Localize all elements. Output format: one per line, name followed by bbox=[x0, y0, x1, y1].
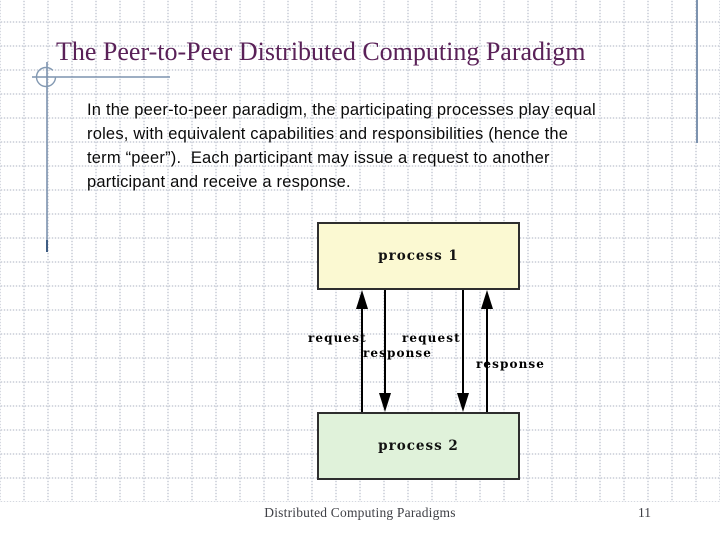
process-2-label: process 2 bbox=[378, 438, 459, 454]
body-line: term “peer”). Each participant may issue… bbox=[87, 149, 550, 167]
arrow-up-response bbox=[481, 290, 493, 412]
body-line: participant and receive a response. bbox=[87, 173, 351, 191]
arrow-label-request-up: request bbox=[308, 331, 367, 345]
arrow-down-request bbox=[457, 290, 469, 412]
compass-ornament-icon bbox=[32, 62, 170, 252]
footer-text: Distributed Computing Paradigms bbox=[264, 505, 456, 520]
process-1-box: process 1 bbox=[317, 222, 520, 290]
right-edge-line bbox=[696, 0, 698, 143]
page-number: 11 bbox=[638, 505, 651, 520]
arrow-down-response bbox=[379, 290, 391, 412]
arrows-graphic bbox=[356, 290, 493, 412]
process-2-box: process 2 bbox=[317, 412, 520, 480]
arrow-up-request bbox=[356, 290, 368, 412]
body-line: roles, with equivalent capabilities and … bbox=[87, 125, 569, 143]
process-1-label: process 1 bbox=[378, 248, 459, 264]
arrow-label-request-down: request bbox=[402, 331, 461, 345]
body-text: In the peer-to-peer paradigm, the partic… bbox=[87, 98, 596, 194]
arrow-label-response-up: response bbox=[476, 357, 546, 371]
body-line: In the peer-to-peer paradigm, the partic… bbox=[87, 101, 596, 119]
page-title: The Peer-to-Peer Distributed Computing P… bbox=[56, 37, 586, 66]
arrow-label-response-down: response bbox=[363, 346, 433, 360]
